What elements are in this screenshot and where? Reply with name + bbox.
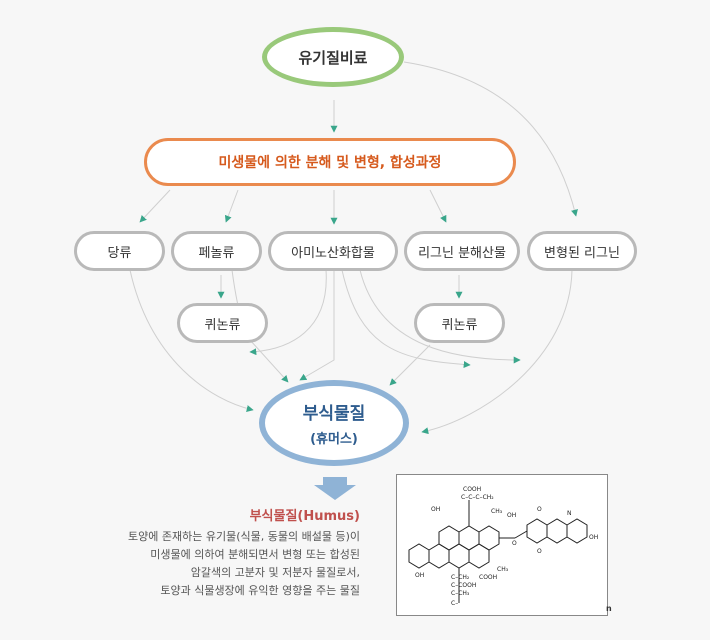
description-line: 토양과 식물생장에 유익한 영향을 주는 물질 [160,584,360,597]
product-label: 당류 [107,245,132,261]
description-line: 암갈색의 고분자 및 저분자 물질로서, [190,566,360,579]
structure-label: OH [415,572,424,579]
humus-structure-image: COOH C–C–C–CH₂ OH CH₃ OH O N OH O O OH C… [396,474,608,616]
description-line: 토양에 존재하는 유기물(식물, 동물의 배설물 등)이 [128,530,360,543]
source-label: 유기질비료 [298,48,368,67]
description-line: 미생물에 의하여 분해되면서 변형 또는 합성된 [150,548,360,561]
structure-label: C–C–C–CH₂ [461,494,494,501]
humus-subtitle: (휴머스) [310,432,358,447]
product-label: 리그닌 분해산물 [418,245,506,261]
quinone-label: 퀴논류 [204,317,241,333]
structure-label: O [537,506,542,513]
quinone-label: 퀴논류 [441,317,478,333]
structure-label: C–COOH [451,582,476,589]
structure-label: C– [451,600,458,607]
product-lignin-degradation: 리그닌 분해산물 [404,231,520,271]
structure-label: COOH [479,574,497,581]
structure-label: OH [589,534,598,541]
structure-label: OH [507,512,516,519]
structure-label: CH₃ [491,508,503,515]
quinone-node-left: 퀴논류 [177,303,268,343]
chemical-structure: COOH C–C–C–CH₂ OH CH₃ OH O N OH O O OH C… [408,486,598,607]
organic-fertilizer-node: 유기질비료 [262,27,404,87]
structure-label: C–CH₃ [451,590,470,597]
structure-label: O [512,540,517,547]
humus-node: 부식물질 (휴머스) [259,380,409,466]
product-label: 아미노산화합물 [291,245,375,261]
structure-label: N [567,510,572,517]
humus-description: 부식물질(Humus) 토양에 존재하는 유기물(식물, 동물의 배설물 등)이… [40,505,360,600]
product-phenols: 페놀류 [171,231,262,271]
structure-label: COOH [463,486,481,493]
humus-title: 부식물질 [302,404,366,424]
process-node: 미생물에 의한 분해 및 변형, 합성과정 [144,138,516,186]
product-modified-lignin: 변형된 리그닌 [527,231,637,271]
product-label: 변형된 리그닌 [544,245,620,261]
quinone-node-right: 퀴논류 [414,303,505,343]
structure-label: OH [431,506,440,513]
product-label: 페놀류 [198,245,235,261]
structure-label: C–CH₂ [451,574,470,581]
description-title: 부식물질(Humus) [249,509,360,524]
structure-label: CH₃ [497,566,509,573]
product-amino-compounds: 아미노산화합물 [268,231,398,271]
product-sugars: 당류 [74,231,165,271]
process-label: 미생물에 의한 분해 및 변형, 합성과정 [218,155,442,171]
structure-label: O [537,548,542,555]
polymer-subscript: n [606,604,612,613]
